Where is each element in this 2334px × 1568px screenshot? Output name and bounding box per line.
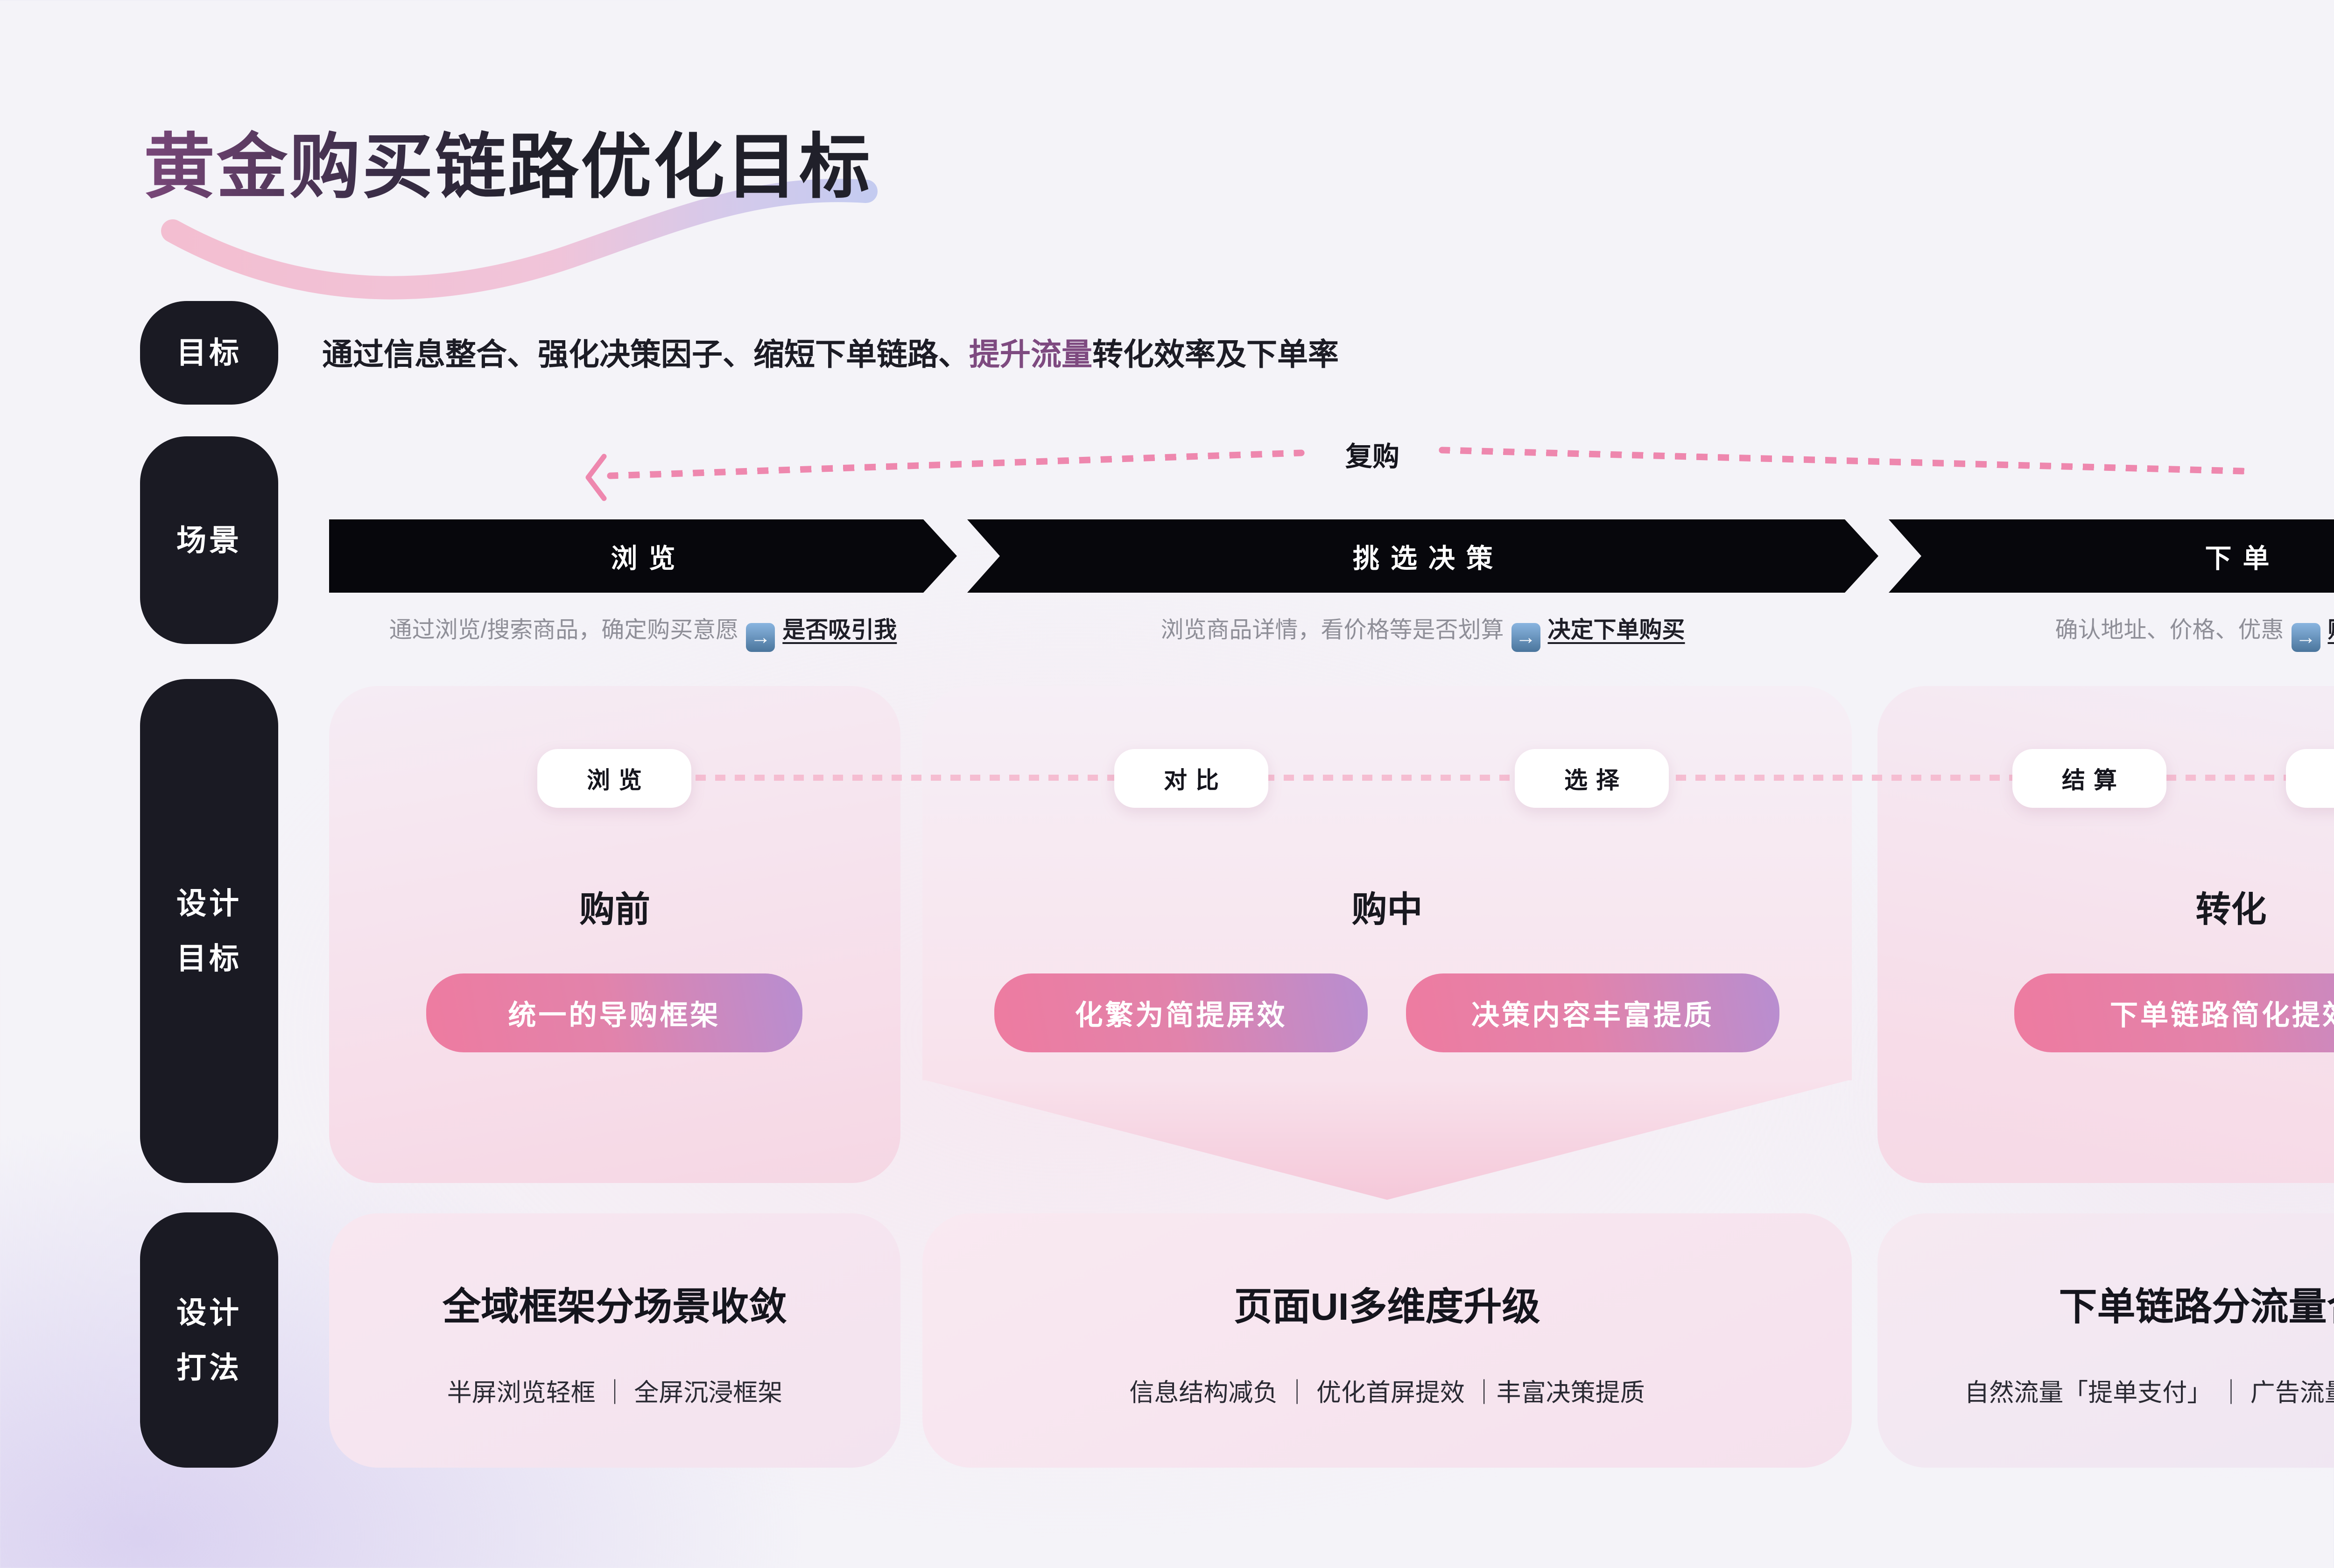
tactics-subtitle-ui-upgrade: 信息结构减负 ｜ 优化首屏提效 ｜丰富决策提质 [1129, 1379, 1645, 1407]
step-pill-compare: 对比 [1114, 749, 1268, 808]
stage-desc-browse-text: 通过浏览/搜索商品，确定购买意愿 [389, 617, 739, 643]
rail-label-design-tactics: 设计 打法 [140, 1212, 278, 1468]
stage-desc-order: 确认地址、价格、优惠 → 购买成功 [1889, 614, 2334, 652]
rail-label-scene: 场景 [140, 436, 278, 644]
arrow-right-emoji-icon: → [746, 623, 775, 652]
tactics-heading-framework: 全域框架分场景收敛 [442, 1286, 787, 1328]
stage-arrow-order: 下单 [1889, 519, 2334, 593]
rail-label-goal: 目标 [140, 301, 278, 405]
tactics-heading-order-merge: 下单链路分流量合并 [2059, 1286, 2334, 1328]
repurchase-label: 复购 [1345, 441, 1399, 472]
goal-statement-suffix: 转化效率及下单率 [1092, 337, 1339, 371]
stage-arrow-browse-label: 浏览 [611, 543, 687, 574]
goal-statement: 通过信息整合、强化决策因子、缩短下单链路、提升流量转化效率及下单率 [322, 323, 1339, 385]
title-underline-swoosh [161, 179, 878, 300]
tactics-card-order-merge [1877, 1213, 2334, 1468]
midpurchase-card-down-chevron [922, 1079, 1852, 1200]
goal-statement-prefix: 通过信息整合、强化决策因子、缩短下单链路、 [322, 337, 969, 371]
stage-arrow-decision: 挑选决策 [967, 519, 1878, 593]
goal-badge-unified-guide-framework: 统一的导购框架 [426, 973, 802, 1052]
goal-badge-simplify-screen-efficiency: 化繁为简提屏效 [994, 973, 1368, 1052]
stage-desc-order-link: 购买成功 [2328, 617, 2334, 643]
stage-desc-decision-link: 决定下单购买 [1547, 617, 1685, 643]
goal-statement-highlight: 提升流量 [969, 337, 1092, 371]
arrow-right-emoji-icon: → [1511, 623, 1540, 652]
step-pill-pay: 支付 [2286, 749, 2334, 808]
step-pill-select: 选择 [1515, 749, 1669, 808]
rail-label-design-goal: 设计 目标 [140, 679, 278, 1183]
goal-badge-enrich-decision-content: 决策内容丰富提质 [1406, 973, 1779, 1052]
stage-arrow-browse: 浏览 [329, 519, 957, 593]
stage-arrow-decision-label: 挑选决策 [1353, 543, 1504, 574]
goal-badge-simplify-order-link: 下单链路简化提效 [2014, 973, 2334, 1052]
stage-arrow-order-label: 下单 [2205, 543, 2281, 574]
arrow-right-emoji-icon: → [2291, 623, 2320, 652]
repurchase-dash-right [1439, 447, 2246, 475]
stage-desc-browse: 通过浏览/搜索商品，确定购买意愿 → 是否吸引我 [329, 614, 957, 652]
rail-label-design-goal-line1: 设计 [176, 887, 242, 920]
page-title: 黄金购买链路优化目标 [144, 120, 872, 214]
step-pill-checkout: 结算 [2012, 749, 2166, 808]
rail-label-goal-text: 目标 [176, 336, 242, 370]
tactics-card-framework [329, 1213, 900, 1468]
stage-desc-browse-link: 是否吸引我 [782, 617, 897, 643]
design-goal-heading-conversion: 转化 [2195, 890, 2267, 930]
tactics-card-ui-upgrade [922, 1213, 1852, 1468]
step-pill-browse: 浏览 [537, 749, 691, 808]
tactics-subtitle-framework: 半屏浏览轻框 ｜ 全屏沉浸框架 [447, 1379, 783, 1407]
rail-label-design-tactics-line2: 打法 [176, 1351, 242, 1385]
stage-desc-decision-text: 浏览商品详情，看价格等是否划算 [1160, 617, 1504, 643]
stage-desc-decision: 浏览商品详情，看价格等是否划算 → 决定下单购买 [967, 614, 1878, 652]
repurchase-arrowhead-icon [585, 454, 607, 501]
rail-label-design-goal-line2: 目标 [176, 942, 242, 975]
design-goal-heading-prepurchase: 购前 [579, 890, 650, 930]
design-goal-heading-midpurchase: 购中 [1351, 890, 1423, 930]
rail-label-scene-text: 场景 [176, 523, 242, 557]
stage-desc-order-text: 确认地址、价格、优惠 [2055, 617, 2284, 643]
rail-label-design-tactics-line1: 设计 [176, 1295, 242, 1330]
tactics-subtitle-order-merge: 自然流量「提单支付」 ｜ 广告流量「规格提单」 [1964, 1379, 2334, 1407]
tactics-heading-ui-upgrade: 页面UI多维度升级 [1234, 1286, 1540, 1328]
repurchase-dash-left [607, 449, 1305, 479]
